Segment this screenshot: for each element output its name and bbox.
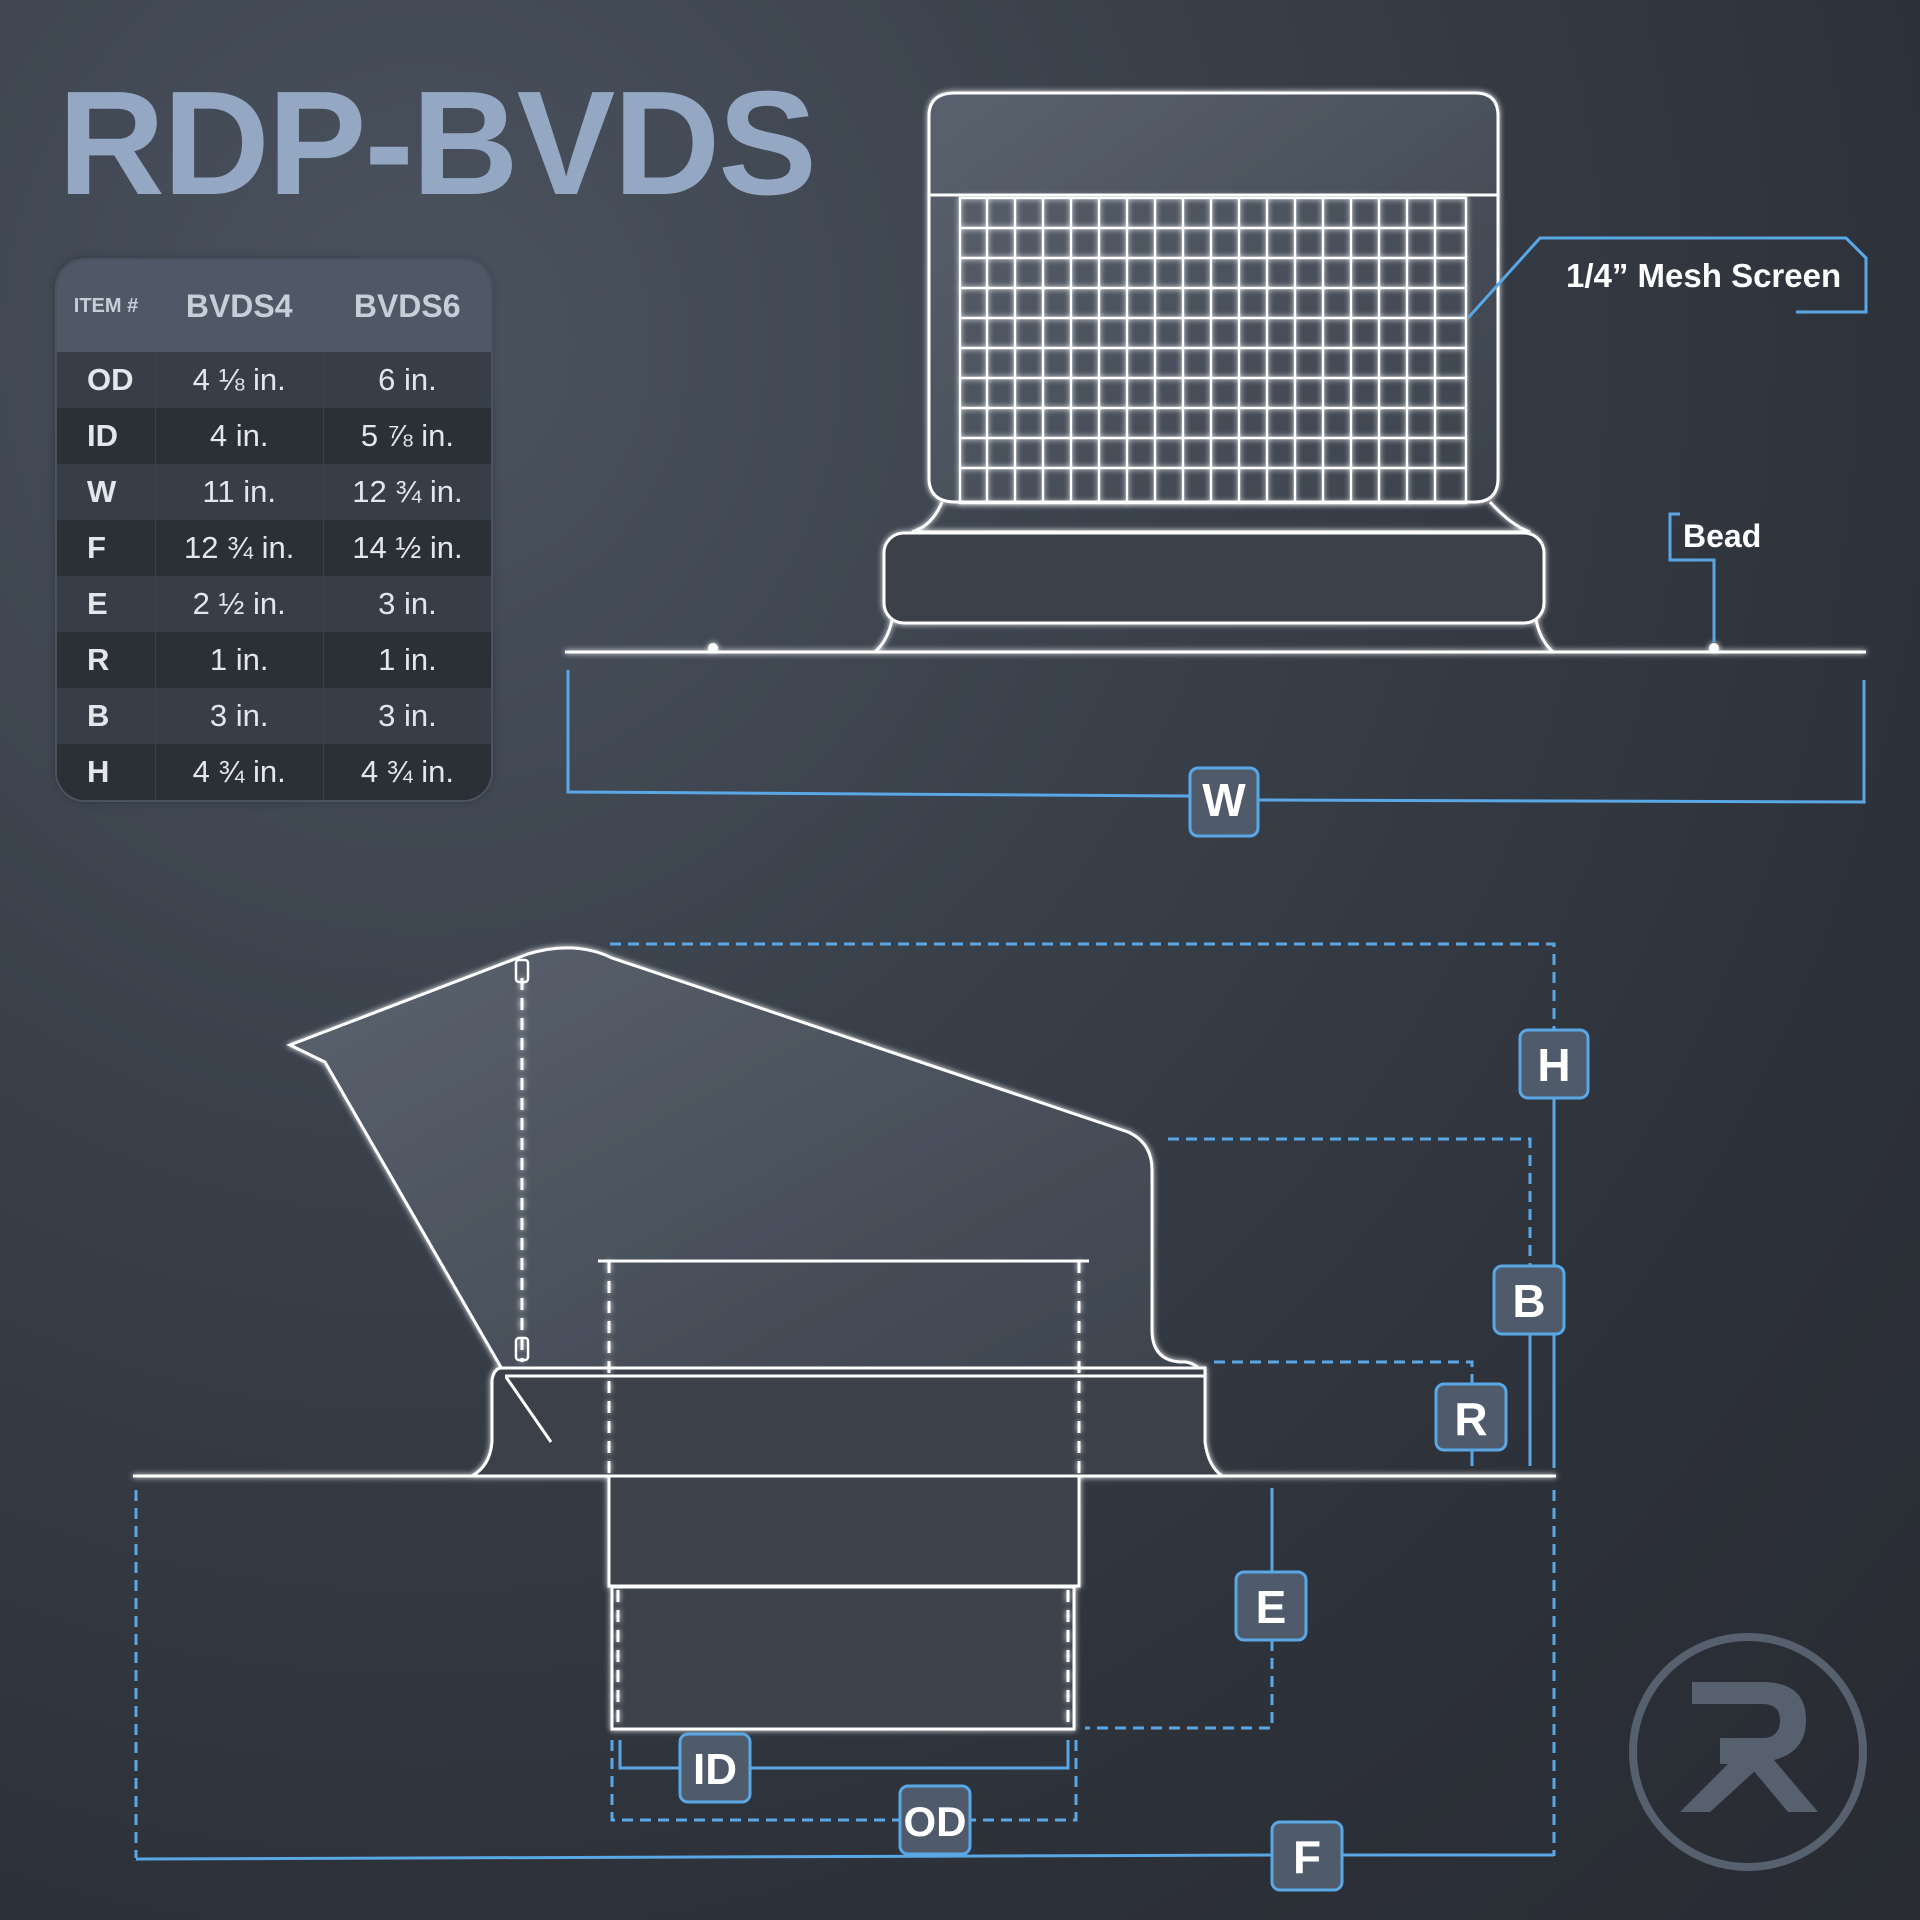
duct-tail xyxy=(610,1585,1076,1731)
row-bvds6: 14 ½ in. xyxy=(322,520,491,576)
header-item: ITEM # xyxy=(57,260,155,352)
row-bvds4: 1 in. xyxy=(154,632,324,688)
dimension-id xyxy=(618,1732,1070,1804)
table-row-e: E 2 ½ in. 3 in. xyxy=(57,576,491,632)
row-bvds4: 4 in. xyxy=(154,408,324,464)
table-row-f: F 12 ¾ in. 14 ½ in. xyxy=(57,520,491,576)
row-key: ID xyxy=(57,408,155,464)
table-row-id: ID 4 in. 5 ⅞ in. xyxy=(57,408,491,464)
side-flange xyxy=(466,1366,1227,1478)
dimension-w xyxy=(566,670,1866,838)
row-key: F xyxy=(57,520,155,576)
row-bvds4: 4 ¾ in. xyxy=(154,744,324,800)
spec-table: ITEM # BVDS4 BVDS6 OD 4 ⅛ in. 6 in. ID 4… xyxy=(57,260,491,800)
row-bvds6: 6 in. xyxy=(322,352,491,408)
dimension-b xyxy=(1168,1137,1566,1466)
dimension-od xyxy=(610,1740,1078,1856)
dimension-od-label: OD xyxy=(904,1798,967,1845)
row-key: R xyxy=(57,632,155,688)
side-view xyxy=(133,946,1556,1731)
row-key: E xyxy=(57,576,155,632)
stay-pin-top xyxy=(514,958,530,984)
row-bvds6: 3 in. xyxy=(322,688,491,744)
dimension-id-label: ID xyxy=(693,1745,737,1794)
dimension-b-label: B xyxy=(1512,1275,1545,1327)
header-bvds4: BVDS4 xyxy=(155,260,324,352)
bead-callout: Bead xyxy=(1668,512,1761,642)
dimension-e xyxy=(1085,1488,1308,1730)
table-row-h: H 4 ¾ in. 4 ¾ in. xyxy=(57,744,491,800)
row-bvds4: 11 in. xyxy=(154,464,324,520)
row-bvds4: 4 ⅛ in. xyxy=(154,352,324,408)
row-key: W xyxy=(57,464,155,520)
row-bvds6: 12 ¾ in. xyxy=(322,464,491,520)
dimension-e-label: E xyxy=(1256,1581,1287,1633)
dimension-r xyxy=(1214,1360,1508,1466)
front-base xyxy=(882,531,1546,625)
table-row-od: OD 4 ⅛ in. 6 in. xyxy=(57,352,491,408)
dimension-f-label: F xyxy=(1293,1831,1321,1883)
header-bvds6: BVDS6 xyxy=(323,260,491,352)
spec-table-header: ITEM # BVDS4 BVDS6 xyxy=(57,260,491,352)
dimension-w-label: W xyxy=(1202,774,1246,826)
row-bvds4: 12 ¾ in. xyxy=(154,520,324,576)
row-key: H xyxy=(57,744,155,800)
row-bvds6: 1 in. xyxy=(322,632,491,688)
hidden-lines xyxy=(520,978,1081,1729)
brand-r-logo xyxy=(1629,1633,1867,1871)
stay-pin-bottom xyxy=(514,1336,530,1362)
dimension-h xyxy=(610,942,1590,1468)
bead-label: Bead xyxy=(1683,518,1761,554)
duct-collar xyxy=(607,1474,1081,1588)
front-view xyxy=(565,91,1866,654)
table-row-r: R 1 in. 1 in. xyxy=(57,632,491,688)
row-bvds6: 4 ¾ in. xyxy=(322,744,491,800)
table-row-w: W 11 in. 12 ¾ in. xyxy=(57,464,491,520)
mesh-screen-callout: 1/4” Mesh Screen xyxy=(1466,236,1868,320)
mesh-screen-label: 1/4” Mesh Screen xyxy=(1566,257,1841,294)
dimension-h-label: H xyxy=(1537,1039,1570,1091)
table-row-b: B 3 in. 3 in. xyxy=(57,688,491,744)
front-base-flare xyxy=(911,500,1531,534)
row-key: B xyxy=(57,688,155,744)
row-bvds6: 5 ⅞ in. xyxy=(322,408,491,464)
product-title: RDP-BVDS xyxy=(58,61,817,226)
dimension-f xyxy=(134,1490,1556,1892)
row-bvds6: 3 in. xyxy=(322,576,491,632)
dimension-r-label: R xyxy=(1454,1393,1487,1445)
mesh-screen-grid xyxy=(958,196,1468,505)
row-bvds4: 3 in. xyxy=(154,688,324,744)
row-bvds4: 2 ½ in. xyxy=(154,576,324,632)
row-key: OD xyxy=(57,352,155,408)
